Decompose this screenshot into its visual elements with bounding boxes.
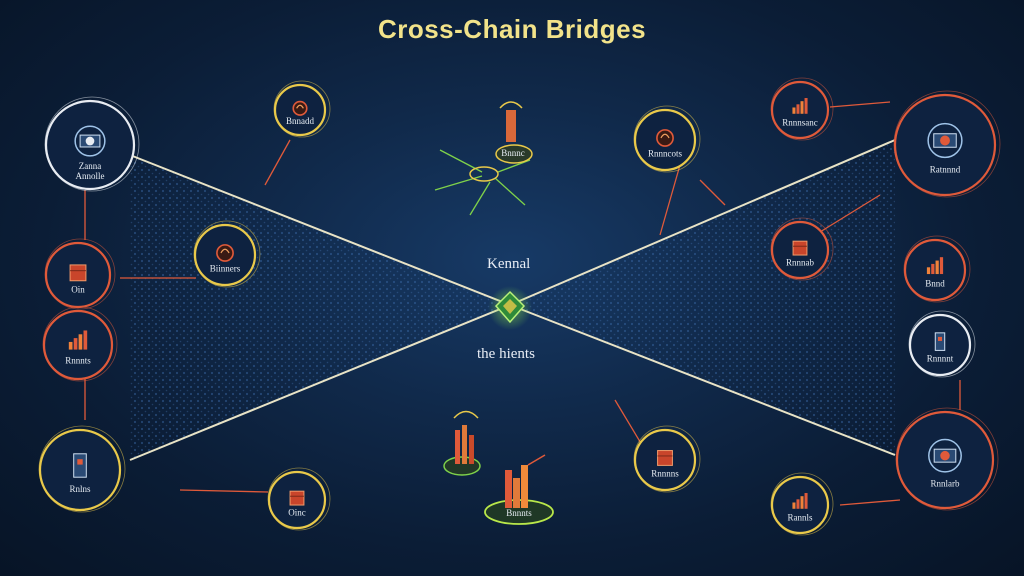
left-bridge-wedge <box>130 155 510 460</box>
chain-node-n6: Biinners <box>193 220 261 288</box>
node-label: Biinners <box>210 264 241 274</box>
chain-node-n18: Bnnnts <box>506 508 532 518</box>
bridge-edge-right-top <box>509 139 896 306</box>
node-ring <box>903 238 967 302</box>
node-ring-sketch <box>273 80 331 138</box>
node-ring-sketch <box>193 220 261 288</box>
node-icon <box>292 100 308 116</box>
node-ring-sketch <box>908 310 976 378</box>
chain-node-n12: Bnnd <box>903 235 971 303</box>
node-label: Rnlns <box>69 484 91 494</box>
chain-node-n2: Oin <box>44 238 116 310</box>
bridge-edge-right-bottom <box>509 304 896 456</box>
chain-node-n4: Rnlns <box>38 425 126 513</box>
node-sublabel: Annolle <box>76 171 105 181</box>
node-label: Ratnnnd <box>930 165 961 175</box>
node-icon <box>216 244 234 262</box>
node-label: Rnnncots <box>648 149 682 159</box>
chain-node-n16: Rannls <box>770 472 834 536</box>
node-icon <box>289 490 305 506</box>
node-label: Rnnlarb <box>931 478 960 488</box>
node-icon <box>926 257 944 275</box>
node-label: Rnnnts <box>65 356 91 366</box>
node-ring-sketch <box>38 425 126 513</box>
node-ring-sketch <box>770 77 834 141</box>
bottom-tower-right <box>484 454 554 525</box>
node-icon <box>792 493 808 509</box>
bottom-tower-left <box>443 410 481 476</box>
node-icon <box>927 122 963 159</box>
node-ring <box>770 475 830 535</box>
bridge-edge-left-bottom <box>129 304 511 461</box>
node-label: Oin <box>71 285 85 295</box>
node-ring-sketch <box>903 235 971 303</box>
chain-node-n5: Bnnadd <box>273 80 331 138</box>
center-upper-label: Kennal <box>487 256 531 272</box>
node-icon <box>934 332 946 351</box>
node-icon <box>928 438 962 473</box>
node-label: Bnnnts <box>506 508 532 518</box>
node-icon <box>73 453 87 478</box>
center-hub-icon <box>494 290 526 324</box>
chain-node-n17: Rnnnns <box>633 425 701 493</box>
node-label: Rnnnab <box>786 257 814 267</box>
node-label: Bnnnc <box>501 148 525 158</box>
node-label: Zanna <box>79 161 102 171</box>
chain-node-n11: Rnnnab <box>770 217 834 281</box>
node-icon <box>68 330 88 350</box>
node-ring-sketch <box>895 407 999 511</box>
node-icon <box>792 240 808 256</box>
node-ring-sketch <box>770 217 834 281</box>
node-label: Oinc <box>288 507 306 517</box>
node-ring-sketch <box>893 90 1001 198</box>
node-ring-sketch <box>42 306 118 382</box>
node-ring-sketch <box>44 238 116 310</box>
top-network-hub <box>434 101 533 216</box>
chain-node-n14: Rnnnnt <box>908 310 976 378</box>
chain-node-n15: Rnnlarb <box>895 407 999 511</box>
node-label: Rannls <box>787 512 812 522</box>
chain-node-n13: Ratnnnd <box>893 90 1001 198</box>
node-icon <box>69 264 87 282</box>
node-ring <box>42 309 114 381</box>
node-ring-sketch <box>44 96 140 192</box>
node-ring-sketch <box>633 425 701 493</box>
node-icon <box>656 129 674 147</box>
node-label: Rnnnnt <box>927 354 954 364</box>
diagram-title: Cross-Chain Bridges <box>377 14 647 44</box>
node-label: Rnnnsanc <box>782 117 818 127</box>
node-icon <box>657 450 673 466</box>
chain-node-n8: Bnnnc <box>501 148 525 158</box>
node-ring <box>770 80 830 140</box>
chain-node-n7: Oinc <box>267 467 331 531</box>
node-label: Bnnadd <box>286 116 314 126</box>
node-icon <box>74 125 106 157</box>
right-bridge-wedge <box>510 140 895 455</box>
node-ring-sketch <box>770 472 834 536</box>
center-lower-label: the hients <box>477 346 535 362</box>
node-ring-sketch <box>633 105 701 173</box>
chain-node-n10: Rnnnsanc <box>770 77 834 141</box>
connector-lines <box>84 101 961 506</box>
bridge-edge-left-top <box>129 154 511 306</box>
node-icon <box>792 98 808 114</box>
chain-node-n3: Rnnnts <box>42 306 118 382</box>
node-label: Bnnd <box>925 279 945 289</box>
chain-node-n9: Rnnncots <box>633 105 701 173</box>
node-label: Rnnnns <box>651 469 679 479</box>
node-ring-sketch <box>267 467 331 531</box>
